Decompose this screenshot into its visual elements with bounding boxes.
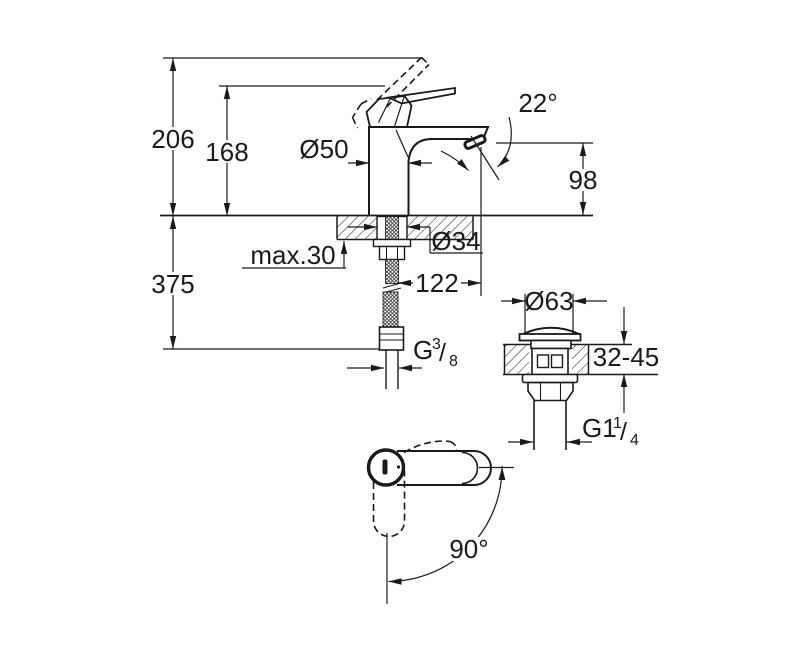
supply-thread-sub: 8 [449, 353, 458, 370]
spout-underside [407, 138, 483, 216]
dim-body-diameter-label: Ø50 [299, 134, 348, 164]
drain-cap-base [518, 333, 582, 342]
dim-drain-cap-diameter: Ø63 [501, 286, 607, 339]
lever-raised-dashed [351, 56, 430, 129]
faucet-body-outline [368, 126, 490, 216]
drain-thread-sub: 4 [630, 432, 639, 449]
mounting-washer [372, 238, 412, 248]
supply-thread-sup: 3 [432, 336, 441, 353]
lever-hub-sculpt [377, 96, 405, 129]
dim-supply-thread: G 3 / 8 [347, 335, 458, 372]
faucet-side-view: 206 168 375 Ø50 22° [151, 56, 602, 389]
dim-drain-deck-label: 32-45 [593, 342, 660, 372]
drain-deck-hatch-left [504, 345, 529, 374]
threaded-shank-lower [385, 259, 399, 284]
deck-hatch-right [407, 216, 473, 240]
dim-total-height-label: 206 [151, 124, 194, 154]
deck-hatch-left [337, 216, 377, 240]
hose-break-symbol [382, 282, 402, 294]
dim-spout-angle-label: 22° [518, 88, 557, 118]
dim-deck-thickness-label: max.30 [250, 240, 335, 270]
drain-nut [527, 381, 574, 402]
drain-overflow-hole-left [536, 354, 550, 369]
dim-lever-height: 168 [205, 86, 249, 216]
dim-spout-height: 98 [565, 143, 602, 215]
drain-cap-dome [522, 326, 580, 335]
handle-pivot-dot [396, 465, 401, 469]
threaded-shank-upper [385, 216, 399, 240]
dim-swivel-angle-label: 90° [449, 534, 488, 564]
dim-drain-thread: G1 1 / 4 [508, 413, 639, 449]
drain-deck-lines [503, 343, 658, 376]
mounting-nut-facets [386, 246, 398, 260]
dim-lever-height-label: 168 [205, 137, 248, 167]
dim-hole-diameter-label: Ø34 [431, 226, 480, 256]
dim-drain-cap-label: Ø63 [524, 286, 573, 316]
drain-flange [521, 373, 579, 384]
handle-pivot-slot [382, 459, 388, 475]
supply-thread-prefix: G [413, 335, 433, 365]
drain-thread-slash: / [620, 418, 627, 446]
drain-thread-sup: 1 [613, 415, 622, 432]
drain-pipe [533, 400, 567, 450]
dim-body-diameter: Ø50 [299, 134, 432, 167]
hose-fitting-lines [379, 333, 404, 341]
drain-neck [530, 339, 572, 350]
dim-drain-deck-range: 32-45 [593, 307, 660, 413]
handle-down-position-dashed [372, 471, 406, 538]
supply-pipe [385, 350, 399, 389]
supply-thread-slash: / [439, 339, 446, 367]
flexible-hose [382, 291, 399, 328]
dim-hole-diameter: Ø34 [348, 223, 483, 256]
dim-spout-projection-label: 122 [415, 268, 458, 298]
drain-valve-view: Ø63 32-45 G1 1 / 4 [501, 286, 659, 450]
dim-spout-angle: 22° [440, 88, 558, 181]
lever-blade [385, 86, 456, 105]
hose-fitting [378, 326, 405, 351]
dim-total-height: 206 [151, 58, 195, 216]
handle-lever-inner-end [461, 451, 479, 485]
handle-top-view: 90° [366, 440, 514, 604]
dim-swivel-angle: 90° [388, 465, 506, 585]
dim-deck-thickness: max.30 [242, 240, 348, 270]
drain-overflow-hole-right [550, 354, 564, 369]
body-sculpt-line [395, 129, 409, 158]
mounting-nut [378, 245, 406, 261]
dim-hose-length-label: 375 [151, 269, 194, 299]
dim-spout-height-label: 98 [569, 165, 598, 195]
dim-spout-projection: 122 [398, 268, 481, 298]
drain-deck-hatch-right [572, 345, 589, 374]
drain-thread-prefix: G1 [582, 413, 617, 443]
drain-nut-facets [539, 382, 562, 401]
dim-hose-length: 375 [151, 216, 195, 349]
